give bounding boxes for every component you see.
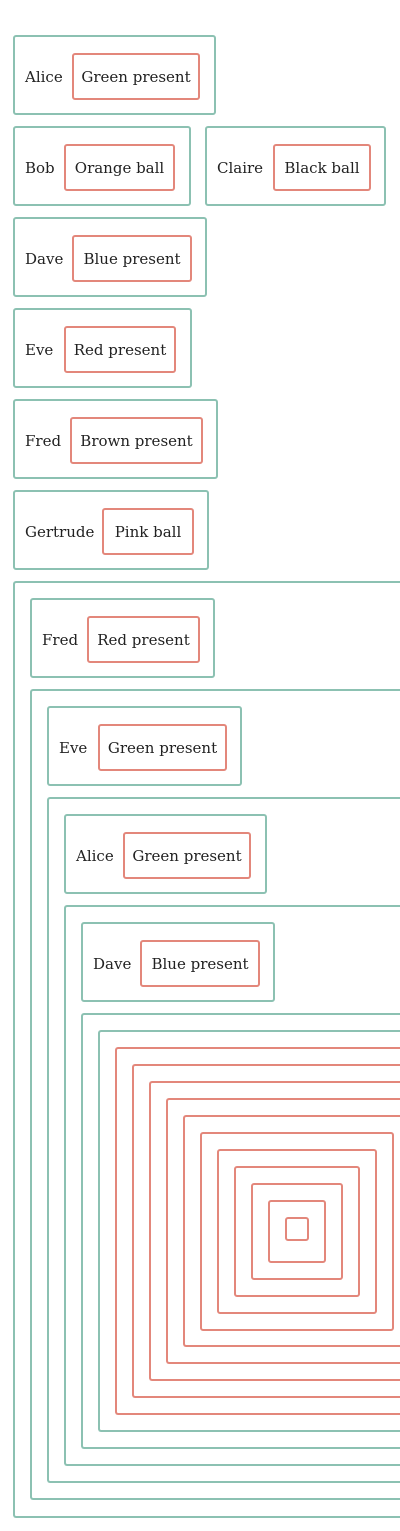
- gift-label: Green present: [107, 738, 218, 757]
- nested-gift-box-6: [200, 1132, 394, 1331]
- person-box-alice: Alice Green present: [13, 35, 216, 115]
- nested-gift-box-9: [251, 1183, 343, 1280]
- gift-label: Green present: [81, 67, 191, 86]
- gift-label: Orange ball: [74, 158, 165, 177]
- nested-gift-box-1: [115, 1047, 400, 1415]
- person-box-dave-nested: Dave Blue present: [81, 922, 275, 1002]
- nested-gift-box-5: [183, 1115, 400, 1347]
- gift-label: Red present: [97, 630, 190, 649]
- gift-label: Green present: [132, 846, 242, 865]
- person-box-eve: Eve Red present: [13, 308, 192, 388]
- person-box-gertrude: Gertrude Pink ball: [13, 490, 209, 570]
- nested-gift-box-2: [132, 1064, 400, 1398]
- gift-box: Pink ball: [102, 508, 194, 555]
- gift-box: Red present: [64, 326, 176, 373]
- gift-label: Brown present: [80, 431, 193, 450]
- person-name: Bob: [25, 159, 55, 177]
- gift-label: Blue present: [83, 249, 181, 268]
- person-box-alice-nested: Alice Green present: [64, 814, 267, 894]
- person-box-fred-nested: Fred Red present: [30, 598, 215, 678]
- gift-box: Blue present: [72, 235, 192, 282]
- person-name: Claire: [217, 159, 264, 177]
- gift-box: Blue present: [140, 940, 260, 987]
- person-name: Fred: [42, 631, 79, 649]
- nested-container-6: [98, 1030, 400, 1432]
- nested-gift-box-10: [268, 1200, 326, 1263]
- gift-label: Pink ball: [114, 522, 182, 541]
- nested-container-1: [13, 581, 400, 1518]
- gift-box: Green present: [72, 53, 200, 100]
- gift-box: Red present: [87, 616, 200, 663]
- gift-box: Green present: [98, 724, 227, 771]
- nested-container-5: [81, 1013, 400, 1449]
- nested-gift-box-7: [217, 1149, 377, 1314]
- person-name: Eve: [25, 341, 54, 359]
- gift-box: Green present: [123, 832, 251, 879]
- person-name: Alice: [76, 847, 114, 865]
- person-name: Eve: [59, 739, 88, 757]
- nested-container-3: [47, 797, 400, 1483]
- nested-gift-box-11: [285, 1217, 309, 1241]
- gift-box: Orange ball: [64, 144, 175, 191]
- person-box-dave: Dave Blue present: [13, 217, 207, 297]
- gift-label: Black ball: [284, 158, 360, 177]
- person-name: Gertrude: [25, 523, 95, 541]
- nested-container-2: [30, 689, 400, 1500]
- person-name: Dave: [25, 250, 64, 268]
- person-box-bob: Bob Orange ball: [13, 126, 191, 206]
- nested-gift-box-8: [234, 1166, 360, 1297]
- person-name: Alice: [25, 68, 63, 86]
- gift-box: Black ball: [273, 144, 371, 191]
- gift-label: Blue present: [151, 954, 249, 973]
- nested-gift-box-3: [149, 1081, 400, 1381]
- nested-gift-box-4: [166, 1098, 400, 1364]
- person-name: Dave: [93, 955, 132, 973]
- gift-box: Brown present: [70, 417, 203, 464]
- person-box-claire: Claire Black ball: [205, 126, 386, 206]
- person-name: Fred: [25, 432, 62, 450]
- gift-label: Red present: [73, 340, 167, 359]
- person-box-eve-nested: Eve Green present: [47, 706, 242, 786]
- nested-container-4: [64, 905, 400, 1466]
- person-box-fred: Fred Brown present: [13, 399, 218, 479]
